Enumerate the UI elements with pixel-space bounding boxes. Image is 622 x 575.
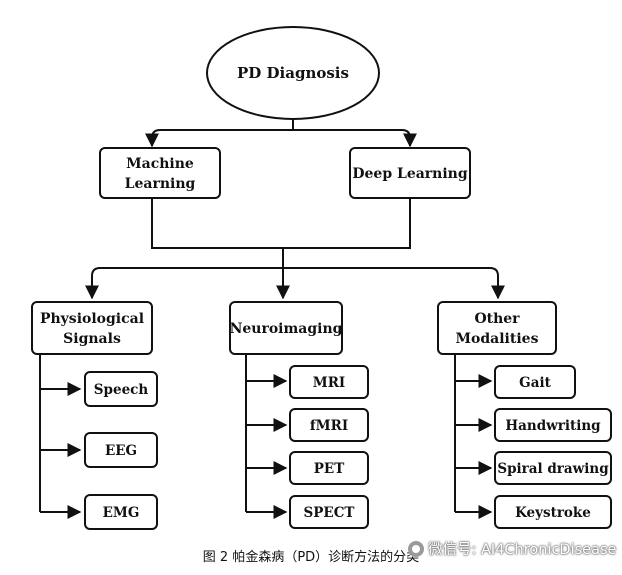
- leaf-pet: PET: [289, 451, 369, 485]
- neuroimaging-label: Neuroimaging: [230, 321, 343, 337]
- machine-learning-label-line2: Learning: [125, 176, 196, 192]
- machine-learning-node: Machine Learning: [99, 147, 221, 199]
- leaf-spiral-drawing-label: Spiral drawing: [497, 461, 609, 477]
- leaf-gait: Gait: [494, 365, 576, 399]
- leaf-mri: MRI: [289, 365, 369, 399]
- leaf-speech-label: Speech: [94, 382, 149, 398]
- other-modalities-label-line2: Modalities: [456, 331, 539, 347]
- root-label: PD Diagnosis: [237, 64, 349, 82]
- watermark: 微信号: AI4ChronicDisease: [408, 538, 616, 559]
- leaf-mri-label: MRI: [313, 375, 345, 391]
- other-modalities-node: Other Modalities: [437, 301, 557, 355]
- leaf-keystroke: Keystroke: [494, 495, 612, 529]
- leaf-spiral-drawing: Spiral drawing: [494, 451, 612, 485]
- physiological-signals-node: Physiological Signals: [31, 301, 153, 355]
- figure-caption: 图 2 帕金森病（PD）诊断方法的分类: [202, 550, 420, 565]
- physiological-label-line2: Signals: [63, 331, 121, 347]
- leaf-emg: EMG: [84, 494, 158, 530]
- machine-learning-label-line1: Machine: [126, 156, 194, 172]
- leaf-handwriting: Handwriting: [494, 408, 612, 442]
- leaf-eeg-label: EEG: [105, 443, 137, 459]
- connector-lines: [39, 120, 505, 519]
- leaf-fmri: fMRI: [289, 408, 369, 442]
- physiological-label-line1: Physiological: [40, 311, 144, 327]
- leaf-pet-label: PET: [314, 461, 345, 477]
- leaf-eeg: EEG: [84, 432, 158, 468]
- watermark-text: 微信号: AI4ChronicDisease: [428, 542, 617, 558]
- other-modalities-label-line1: Other: [474, 311, 520, 327]
- wechat-icon: [408, 540, 424, 557]
- leaf-spect: SPECT: [289, 495, 369, 529]
- root-node: PD Diagnosis: [206, 26, 380, 120]
- leaf-speech: Speech: [84, 371, 158, 407]
- leaf-spect-label: SPECT: [304, 505, 355, 521]
- deep-learning-node: Deep Learning: [349, 147, 471, 199]
- leaf-keystroke-label: Keystroke: [515, 505, 591, 521]
- leaf-fmri-label: fMRI: [310, 418, 348, 434]
- leaf-handwriting-label: Handwriting: [505, 418, 601, 434]
- neuroimaging-node: Neuroimaging: [229, 301, 343, 355]
- leaf-gait-label: Gait: [519, 375, 551, 391]
- deep-learning-label: Deep Learning: [352, 166, 467, 182]
- leaf-emg-label: EMG: [103, 505, 140, 521]
